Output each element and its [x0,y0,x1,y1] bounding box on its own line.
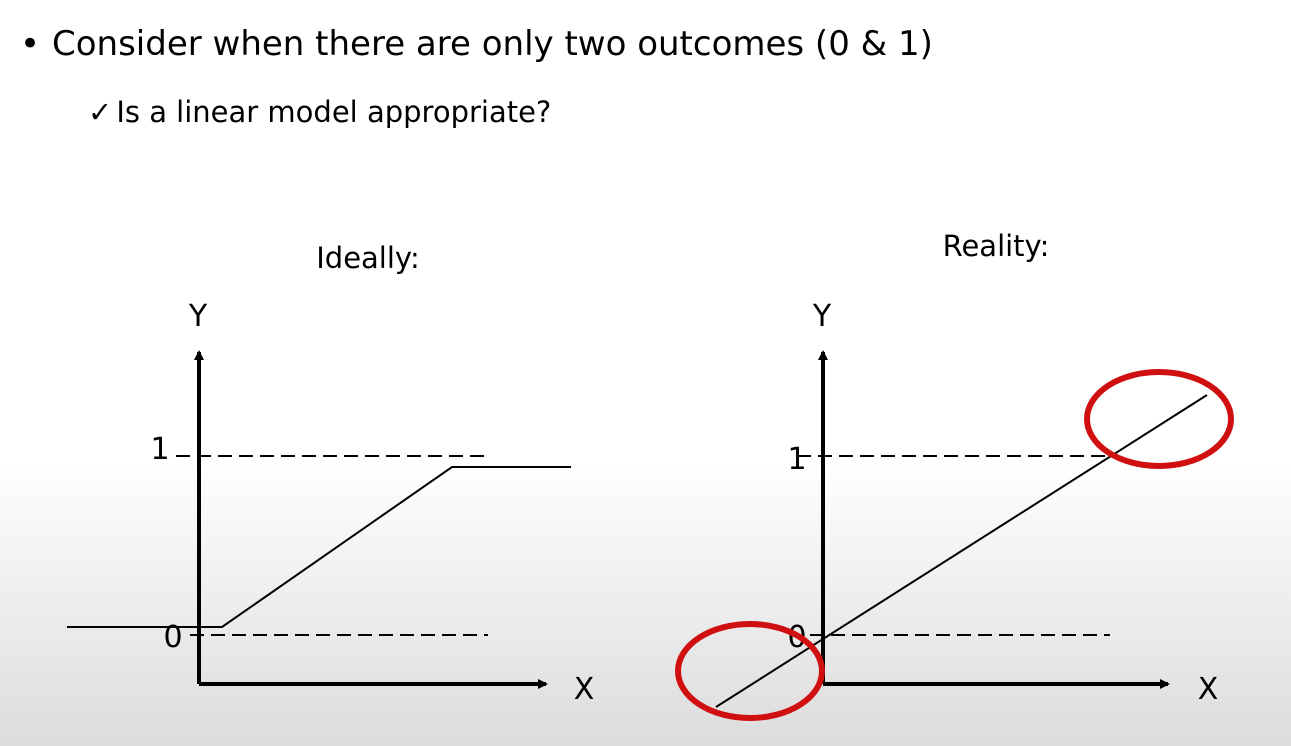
left-diagram-title: Ideally: [316,241,420,275]
left-x-axis-label: X [574,672,595,707]
left-ideal-curve [67,466,571,628]
checkmark-icon: ✓ [88,95,113,129]
upper-overshoot-circle [1084,369,1234,469]
lower-overshoot-circle [675,621,825,721]
right-diagram-title: Reality: [943,229,1050,263]
right-linear-fit-line [715,394,1208,708]
right-tick-one: 1 [787,442,806,477]
sub-bullet-text: Is a linear model appropriate? [116,95,552,129]
sub-bullet: ✓Is a linear model appropriate? [88,92,551,132]
right-diagram: Reality: Y X 1 0 [675,229,1234,721]
left-tick-one: 1 [150,432,169,467]
bullet-point: • Consider when there are only two outcom… [20,22,933,66]
right-x-axis-label: X [1198,672,1219,707]
bullet-text: Consider when there are only two outcome… [52,24,933,64]
right-y-axis-label: Y [812,299,832,334]
left-y-axis-label: Y [188,299,208,334]
left-tick-zero: 0 [163,620,182,655]
bullet-dot: • [20,24,41,64]
left-diagram: Ideally: Y X 1 0 [67,241,594,707]
